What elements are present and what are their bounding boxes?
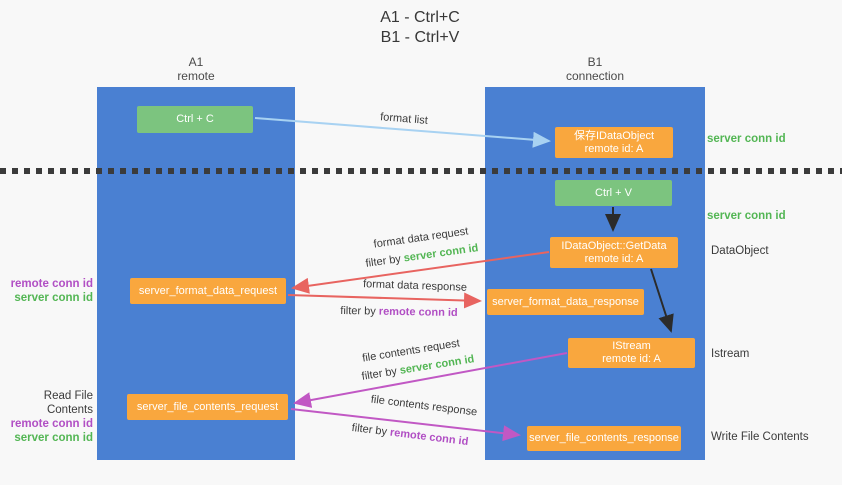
filter-value-1: server conn id: [402, 242, 480, 265]
format-data-response-label: format data response: [362, 278, 468, 294]
istream-line1: IStream: [612, 340, 651, 352]
read-file-contents-label: Read File Contents: [43, 390, 93, 416]
conn-id-stack-1: remote conn id server conn id: [0, 277, 93, 305]
ctrl-c-label: Ctrl + C: [176, 113, 214, 125]
format-data-response-filter-label: filter by remote conn id: [340, 305, 458, 319]
column-header-a1: A1 remote: [97, 55, 295, 83]
filter-by-prefix-3: filter by: [360, 364, 401, 383]
getdata-node: IDataObject::GetData remote id: A: [550, 237, 678, 268]
file-contents-response-label: file contents response: [370, 393, 478, 419]
ctrl-c-node: Ctrl + C: [137, 106, 253, 133]
write-file-contents-label: Write File Contents: [711, 431, 809, 443]
filter-value-4: remote conn id: [389, 426, 469, 449]
diagram-title: A1 - Ctrl+C B1 - Ctrl+V: [300, 8, 540, 48]
save-idataobject-line1: 保存IDataObject: [573, 129, 655, 142]
remote-conn-id-label-2: remote conn id: [10, 418, 93, 430]
file-contents-response-filter-label: filter by remote conn id: [351, 422, 469, 448]
filter-by-prefix-2: filter by: [340, 304, 379, 318]
getdata-line2: remote id: A: [584, 252, 644, 265]
filter-value-2: remote conn id: [378, 305, 458, 320]
remote-conn-id-label-1: remote conn id: [10, 278, 93, 290]
column-b1-name: B1: [587, 55, 603, 69]
filter-by-prefix-4: filter by: [351, 421, 391, 439]
title-line-1: A1 - Ctrl+C: [380, 9, 460, 26]
server-file-contents-response-node: server_file_contents_response: [527, 426, 681, 451]
column-a1-subtitle: remote: [177, 69, 215, 83]
server-file-contents-request-label: server_file_contents_request: [136, 400, 279, 413]
server-format-data-request-node: server_format_data_request: [130, 278, 286, 304]
filter-by-prefix-1: filter by: [364, 252, 405, 270]
save-idataobject-line2: remote id: A: [584, 142, 644, 155]
server-format-data-response-label: server_format_data_response: [492, 295, 639, 308]
title-line-2: B1 - Ctrl+V: [380, 29, 460, 46]
ctrl-v-node: Ctrl + V: [555, 180, 672, 206]
format-list-label: format list: [379, 111, 429, 127]
column-a1-name: A1: [188, 55, 204, 69]
format-data-response-arrow: [287, 292, 482, 309]
server-file-contents-request-node: server_file_contents_request: [127, 394, 288, 420]
ctrl-v-label: Ctrl + V: [595, 186, 632, 199]
server-conn-id-label-1: server conn id: [14, 292, 93, 304]
istream-side-label: Istream: [711, 348, 750, 360]
istream-node: IStream remote id: A: [568, 338, 695, 368]
server-conn-id-label-2: server conn id: [14, 432, 93, 444]
server-format-data-request-label: server_format_data_request: [138, 284, 278, 297]
getdata-line1: IDataObject::GetData: [561, 239, 667, 252]
server-file-contents-response-label: server_file_contents_response: [529, 432, 679, 444]
column-b1-subtitle: connection: [565, 69, 625, 83]
server-format-data-response-node: server_format_data_response: [487, 289, 644, 315]
istream-line2: remote id: A: [602, 353, 661, 365]
column-header-b1: B1 connection: [485, 55, 705, 83]
server-conn-id-label-mid: server conn id: [707, 210, 786, 222]
section-divider-dotted-line: [0, 168, 842, 174]
save-idataobject-node: 保存IDataObject remote id: A: [555, 127, 673, 158]
conn-id-stack-2: Read File Contents remote conn id server…: [0, 389, 93, 445]
dataobject-label: DataObject: [711, 245, 769, 257]
server-conn-id-label-top: server conn id: [707, 133, 786, 145]
